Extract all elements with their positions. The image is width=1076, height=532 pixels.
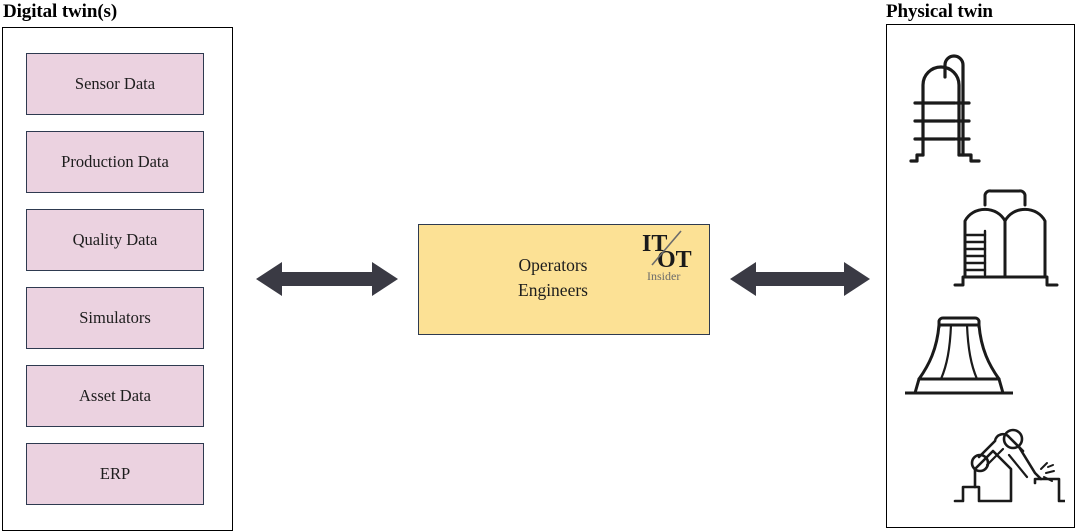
bidirectional-arrow-left-icon [256,256,398,302]
data-box-quality-data[interactable]: Quality Data [26,209,204,271]
physical-twin-title: Physical twin [886,1,993,22]
data-box-asset-data[interactable]: Asset Data [26,365,204,427]
digital-twin-panel: Sensor Data Production Data Quality Data… [2,27,233,531]
it-ot-insider-logo: IT OT Insider [639,229,701,283]
logo-insider-text: Insider [647,269,680,283]
operators-engineers-box[interactable]: Operators Engineers IT OT Insider [418,224,710,335]
distillation-column-icon [901,43,1013,173]
data-box-simulators[interactable]: Simulators [26,287,204,349]
operators-engineers-label: Operators Engineers [419,253,709,303]
engineers-line: Engineers [518,279,588,300]
operators-line: Operators [518,255,588,275]
data-box-label: Sensor Data [74,74,156,93]
digital-twin-title: Digital twin(s) [3,1,118,22]
logo-slash-icon [651,230,682,266]
data-box-erp[interactable]: ERP [26,443,204,505]
physical-twin-panel [886,24,1075,528]
data-box-sensor-data[interactable]: Sensor Data [26,53,204,115]
cooling-tower-icon [905,313,1013,408]
bidirectional-arrow-right-icon [730,256,870,302]
data-box-production-data[interactable]: Production Data [26,131,204,193]
data-box-label: Quality Data [72,230,158,249]
storage-tanks-icon [945,185,1065,295]
welding-robot-icon [949,425,1065,520]
data-box-label: Production Data [61,152,169,171]
data-box-label: ERP [99,464,131,483]
data-box-label: Asset Data [79,386,151,405]
data-box-label: Simulators [79,308,151,327]
